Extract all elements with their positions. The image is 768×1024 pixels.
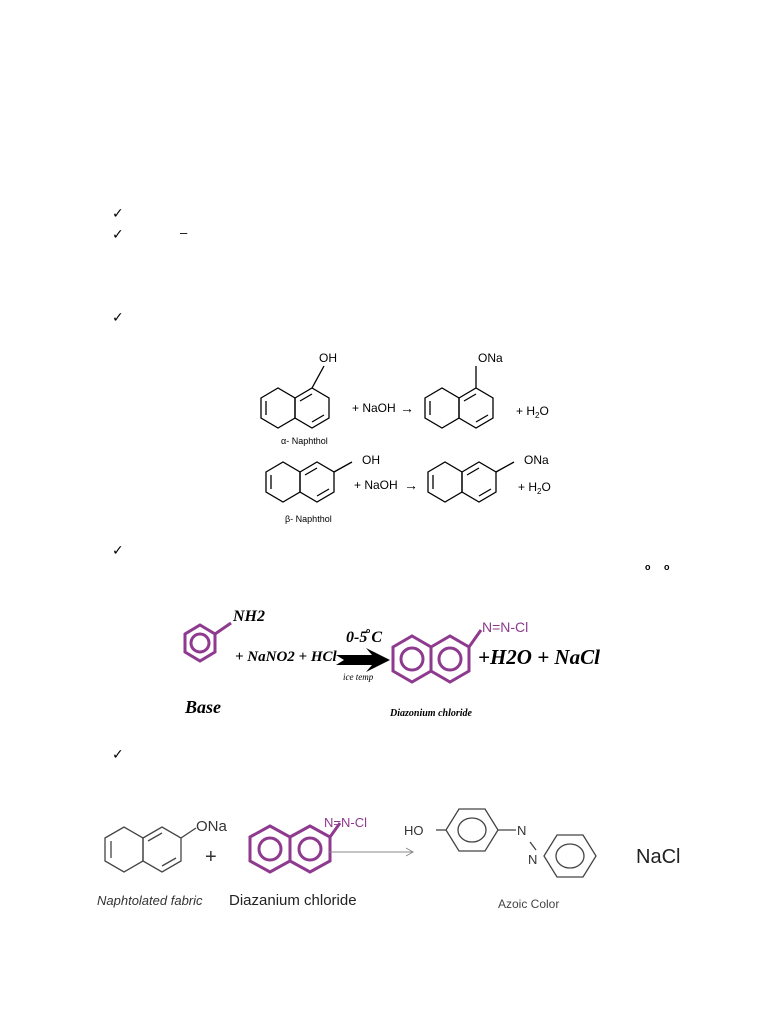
alpha-naphthol-structure xyxy=(260,365,330,429)
reaction-arrow xyxy=(336,648,390,672)
diazonium-chloride-label: Diazonium chloride xyxy=(389,708,473,719)
bullet-check-3: ✓ xyxy=(112,310,124,326)
beta-ona-label: ONa xyxy=(524,453,549,467)
bullet-check-1: ✓ xyxy=(112,206,124,222)
azo-n1-label: N xyxy=(517,823,526,838)
diazanium-chloride-label: Diazanium chloride xyxy=(229,892,357,909)
temperature-condition: 0-5 C xyxy=(346,629,382,646)
diazotization-products: +H2O + NaCl xyxy=(478,645,600,669)
ho-label: HO xyxy=(404,823,424,838)
alpha-arrow: → xyxy=(400,400,414,416)
alpha-naphthol-name: α- Naphthol xyxy=(281,436,328,446)
azoic-color-label: Azoic Color xyxy=(498,897,559,911)
azo-dye-structure xyxy=(436,808,597,878)
alpha-water-label: + H2O xyxy=(516,404,549,420)
beta-arrow: → xyxy=(404,477,418,493)
diazotization-reagents: + NaNO2 + HCl xyxy=(235,649,338,665)
dash-mark: – xyxy=(180,225,188,240)
degree-mark-1: o xyxy=(645,562,651,572)
diazanium-chloride-structure xyxy=(248,822,342,874)
ona-label: ONa xyxy=(196,818,228,835)
alpha-reagent-label: + NaOH xyxy=(352,401,396,415)
beta-naphthol-structure xyxy=(265,461,353,503)
ice-temp-label: ice temp xyxy=(343,672,374,682)
temperature-degree: o xyxy=(366,628,370,635)
bullet-check-4: ✓ xyxy=(112,543,124,559)
sodium-alpha-naphthoxide-structure xyxy=(424,366,494,429)
beta-oh-label: OH xyxy=(362,453,380,467)
alpha-ona-label: ONa xyxy=(478,351,503,365)
sodium-beta-naphthoxide-structure xyxy=(427,461,515,503)
beta-water-label: + H2O xyxy=(518,480,551,496)
alpha-oh-label: OH xyxy=(319,351,337,365)
beta-reagent-label: + NaOH xyxy=(354,478,398,492)
diazonium-naphthalene-structure xyxy=(391,629,483,684)
base-label: Base xyxy=(184,697,221,717)
aniline-structure xyxy=(183,621,232,663)
naphtholated-fabric-structure xyxy=(104,826,197,873)
coupling-arrow-head xyxy=(405,847,415,857)
diazo-group-label: N=N-Cl xyxy=(482,619,528,635)
bullet-check-5: ✓ xyxy=(112,747,124,763)
naphtholated-fabric-label: Naphtolated fabric xyxy=(97,893,203,908)
beta-naphthol-name: β- Naphthol xyxy=(285,514,332,524)
amine-label: NH2 xyxy=(232,608,265,625)
plus-sign: + xyxy=(205,846,217,868)
diazo-group-label-2: N=N-Cl xyxy=(324,815,367,830)
azo-n2-label: N xyxy=(528,852,537,867)
bullet-check-2: ✓ xyxy=(112,227,124,243)
degree-mark-2: o xyxy=(664,562,670,572)
nacl-label: NaCl xyxy=(636,846,680,868)
